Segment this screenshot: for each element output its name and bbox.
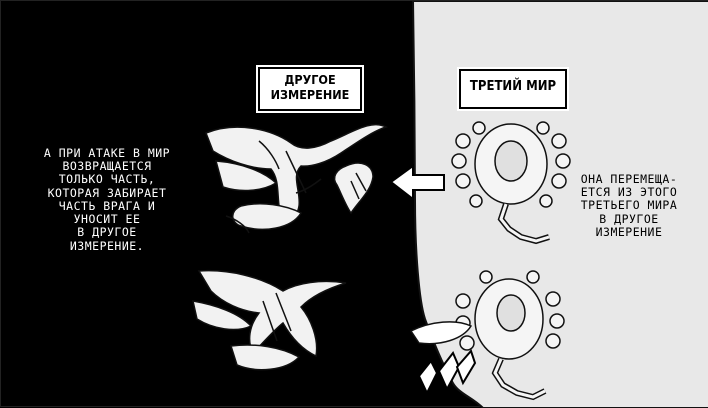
left-caption: А ПРИ АТАКЕ В МИР ВОЗВРАЩАЕТСЯ ТОЛЬКО ЧА… (23, 147, 191, 253)
left-caption-line: ИЗМЕРЕНИЕ. (23, 240, 191, 253)
right-caption-line: ТРЕТЬЕГО МИРА (569, 199, 689, 212)
other-dimension-label: ДРУГОЕ ИЗМЕРЕНИЕ (258, 67, 362, 111)
third-world-label-text: ТРЕТИЙ МИР (470, 79, 556, 94)
right-caption-line: ИЗМЕРЕНИЕ (569, 226, 689, 239)
left-caption-line: КОТОРАЯ ЗАБИРАЕТ (23, 187, 191, 200)
lower-creature-illustration (193, 271, 346, 370)
other-dimension-label-line2: ИЗМЕРЕНИЕ (260, 87, 360, 102)
other-dimension-label-line1: ДРУГОЕ (260, 72, 360, 87)
third-world-label: ТРЕТИЙ МИР (459, 69, 567, 109)
left-caption-line: ТОЛЬКО ЧАСТЬ, (23, 173, 191, 186)
right-caption-line: В ДРУГОЕ (569, 213, 689, 226)
left-caption-line: В ДРУГОЕ (23, 226, 191, 239)
upper-creature-illustration (206, 125, 386, 233)
right-caption: ОНА ПЕРЕМЕЩА- ЕТСЯ ИЗ ЭТОГО ТРЕТЬЕГО МИР… (569, 173, 689, 239)
